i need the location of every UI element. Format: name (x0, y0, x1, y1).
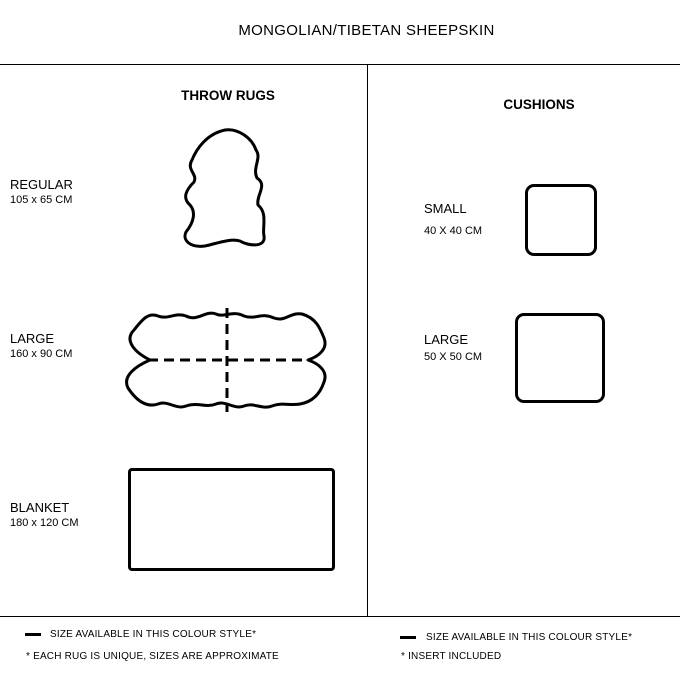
blanket-name: BLANKET (10, 500, 70, 515)
regular-rug-label-group: REGULAR 105 x 65 CM (10, 177, 73, 207)
cushions-legend: SIZE AVAILABLE IN THIS COLOUR STYLE* (426, 632, 633, 643)
cushions-heading: CUSHIONS (503, 97, 575, 112)
large-rug-label-group: LARGE 160 x 90 CM (10, 331, 72, 361)
throw-rugs-footnote: * EACH RUG IS UNIQUE, SIZES ARE APPROXIM… (26, 651, 279, 662)
throw-rugs-heading: THROW RUGS (181, 88, 275, 103)
blanket-label-group: BLANKET 180 x 120 CM (10, 500, 78, 530)
throw-rugs-legend: SIZE AVAILABLE IN THIS COLOUR STYLE* (50, 629, 257, 640)
small-cushion-icon (525, 184, 597, 256)
regular-rug-name: REGULAR (10, 177, 73, 192)
large-cushion-size: 50 X 50 CM (424, 351, 483, 363)
regular-rug-size: 105 x 65 CM (10, 194, 73, 206)
large-cushion-name: LARGE (424, 332, 469, 347)
large-rug-name: LARGE (10, 331, 55, 346)
footer-divider (0, 616, 680, 617)
blanket-icon (128, 468, 335, 571)
column-divider (367, 64, 368, 616)
cushions-footnote: * INSERT INCLUDED (401, 651, 502, 662)
header-divider (0, 64, 680, 65)
large-cushion-label-group: LARGE 50 X 50 CM (424, 332, 482, 364)
page-title: MONGOLIAN/TIBETAN SHEEPSKIN (238, 22, 495, 39)
large-cushion-icon (515, 313, 605, 403)
small-cushion-size: 40 X 40 CM (424, 225, 483, 237)
small-cushion-name: SMALL (424, 201, 467, 216)
blanket-size: 180 x 120 CM (10, 517, 79, 529)
large-rug-size: 160 x 90 CM (10, 348, 73, 360)
size-legend-dash-icon (25, 633, 41, 636)
size-legend-dash-icon (400, 636, 416, 639)
small-cushion-label-group: SMALL 40 X 40 CM (424, 201, 482, 238)
